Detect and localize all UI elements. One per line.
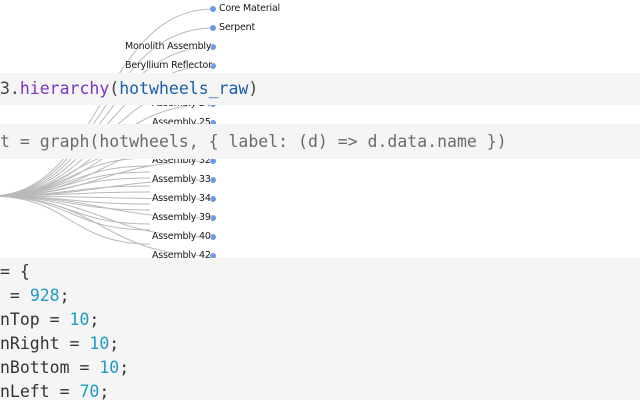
code-line-margin-right: nRight = 10; — [0, 332, 119, 356]
tree-link — [0, 195, 214, 200]
tree-links-svg — [0, 6, 216, 258]
code-paren-open: ( — [109, 79, 120, 98]
code-text: nRight = — [0, 334, 90, 353]
node-label-assembly-33: Assembly 33 — [152, 174, 211, 185]
code-number: 928 — [29, 286, 60, 305]
code-number: 10 — [89, 334, 110, 353]
code-number: 10 — [99, 358, 120, 377]
code-line-margin-top: nTop = 10; — [0, 308, 99, 332]
tree-link — [0, 191, 151, 197]
code-text: ; — [119, 358, 130, 377]
node-label-assembly-39: Assembly 39 — [152, 212, 211, 223]
tree-link — [0, 195, 214, 238]
tree-node-dot — [210, 158, 216, 164]
tree-node-dot — [210, 44, 216, 50]
tree-node-dot — [210, 196, 216, 202]
code-line-width: = 928; — [0, 284, 70, 308]
code-argument: hotwheels_raw — [119, 79, 249, 98]
node-label-assembly-25: Assembly 25 — [152, 117, 211, 128]
tree-node-dot — [210, 253, 216, 258]
tree-node-dot — [210, 25, 216, 31]
code-graph-line: t = graph(hotwheels, { label: (d) => d.d… — [0, 132, 507, 151]
tree-node-dot — [210, 177, 216, 183]
code-text: nBottom = — [0, 358, 100, 377]
node-label-serpent: Serpent — [219, 22, 256, 33]
tree-link — [0, 195, 151, 211]
node-label-assembly-34: Assembly 34 — [152, 193, 211, 204]
code-line-margin-left: nLeft = 70; — [0, 380, 109, 404]
tree-link — [0, 27, 214, 196]
tree-node-dot — [210, 234, 216, 240]
code-function-name: hierarchy — [19, 79, 110, 98]
code-text: nLeft = — [0, 382, 80, 401]
tree-links — [0, 8, 214, 257]
node-label-assembly-40: Assembly 40 — [152, 231, 211, 242]
tree-link — [0, 195, 151, 245]
code-line-0: = { — [0, 260, 30, 284]
code-line-margin-bottom: nBottom = 10; — [0, 356, 129, 380]
code-text: = { — [0, 262, 30, 281]
code-text: nTop = — [0, 310, 70, 329]
code-cell-graph[interactable]: t = graph(hotwheels, { label: (d) => d.d… — [0, 124, 640, 159]
node-label-core-material: Core Material — [219, 3, 281, 14]
code-text: ; — [89, 310, 100, 329]
node-label-assembly-42: Assembly 42 — [152, 250, 211, 258]
node-label-beryllium-reflector: Beryllium Reflector — [125, 60, 212, 71]
code-number: 70 — [79, 382, 100, 401]
code-cell-hierarchy[interactable]: 3.hierarchy(hotwheels_raw) — [0, 73, 640, 105]
tree-link — [0, 46, 214, 196]
code-text: ; — [99, 382, 110, 401]
code-prefix: 3. — [0, 79, 20, 98]
code-paren-close: ) — [248, 79, 259, 98]
tree-node-dot — [210, 6, 216, 12]
tree-node-dot — [210, 63, 216, 69]
node-label-monolith-assembly: Monolith Assembly — [125, 41, 212, 52]
code-text: ; — [109, 334, 120, 353]
code-text: ; — [59, 286, 70, 305]
code-cell-options[interactable]: = { = 928; nTop = 10; nRight = 10; nBott… — [0, 258, 640, 401]
code-text: = — [0, 286, 30, 305]
code-number: 10 — [69, 310, 90, 329]
node-label-assembly-32: Assembly 32 — [152, 155, 211, 166]
tree-node-dot — [210, 215, 216, 221]
